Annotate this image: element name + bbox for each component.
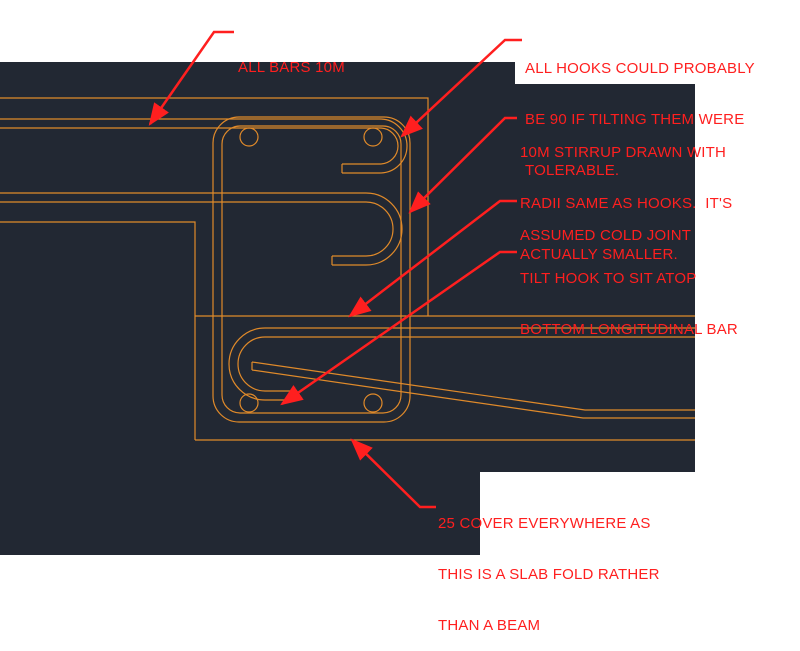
cad-drawing-area: [0, 62, 695, 555]
leader-all-bars: [148, 30, 234, 126]
leader-stirrup: [408, 116, 517, 214]
sloped-bottom-bar-inner: [251, 369, 695, 419]
note-line: ALL HOOKS COULD PROBABLY: [525, 60, 755, 77]
lower-bar-with-hook: [228, 327, 695, 401]
note-line: ACTUALLY SMALLER.: [520, 246, 678, 263]
note-line: 10M STIRRUP DRAWN WITH: [520, 144, 727, 161]
leader-cold-joint: [348, 199, 517, 318]
note-line: THIS IS A SLAB FOLD RATHER: [438, 566, 660, 583]
note-cold-joint: ASSUMED COLD JOINT: [520, 193, 691, 261]
top-right-bar: [363, 127, 383, 147]
leader-tilt-hook: [280, 250, 517, 406]
note-line: BOTTOM LONGITUDINAL BAR: [520, 321, 738, 338]
top-bar-with-hook-inner: [0, 127, 399, 165]
top-bar-with-hook: [0, 118, 408, 174]
note-line: 25 COVER EVERYWHERE AS: [438, 515, 651, 532]
upper-slab-bottom-outline: [0, 221, 196, 440]
note-line: THAN A BEAM: [438, 617, 541, 634]
bottom-right-bar: [363, 393, 383, 413]
second-bar-with-hook-inner: [0, 201, 394, 257]
note-line: BE 90 IF TILTING THEM WERE: [525, 111, 745, 128]
note-line: ALL BARS 10M: [238, 59, 345, 76]
note-all-bars: ALL BARS 10M: [238, 25, 345, 93]
leader-hooks-90: [400, 38, 522, 138]
bottom-left-bar: [239, 393, 259, 413]
note-line: ASSUMED COLD JOINT: [520, 227, 692, 244]
note-stirrup: 10M STIRRUP DRAWN WITH RADII SAME AS HOO…: [520, 110, 732, 280]
sloped-bottom-bar: [251, 361, 695, 411]
stirrup-inner: [221, 125, 402, 414]
note-line: TOLERABLE.: [525, 162, 620, 179]
note-cover: 25 COVER EVERYWHERE AS THIS IS A SLAB FO…: [438, 481, 660, 651]
note-line: RADII SAME AS HOOKS. IT'S: [520, 195, 733, 212]
upper-slab-outline: [0, 97, 429, 316]
top-left-bar: [239, 127, 259, 147]
rebar-detail-drawing: [0, 30, 695, 555]
note-hooks-90: ALL HOOKS COULD PROBABLY BE 90 IF TILTIN…: [525, 26, 755, 196]
lower-bar-with-hook-inner: [237, 336, 695, 392]
note-tilt-hook: TILT HOOK TO SIT ATOP BOTTOM LONGITUDINA…: [520, 236, 738, 355]
leader-cover: [350, 438, 436, 509]
second-bar-with-hook: [0, 192, 403, 266]
note-line: TILT HOOK TO SIT ATOP: [520, 270, 697, 287]
